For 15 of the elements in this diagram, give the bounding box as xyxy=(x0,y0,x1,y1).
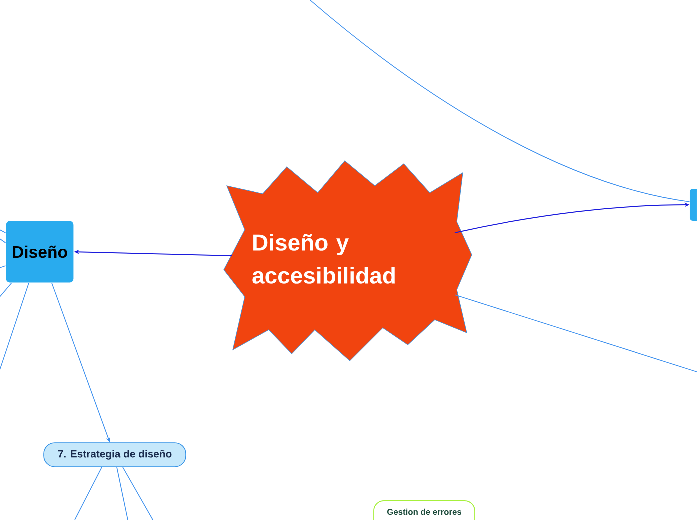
starburst: Diseño y accesibilidad xyxy=(224,160,472,362)
topic-box xyxy=(690,189,697,221)
connector-line xyxy=(310,0,690,202)
connector-line xyxy=(74,467,102,520)
connector-line xyxy=(454,294,697,372)
connector-line xyxy=(0,282,12,298)
connector-line xyxy=(116,467,128,520)
connector-line xyxy=(0,282,30,370)
connector-line xyxy=(122,467,154,520)
connector-line xyxy=(0,238,6,244)
subtopic-pill: 7. Estrategia de diseño xyxy=(44,442,186,468)
subtopic-pill: Gestion de errores xyxy=(374,500,476,520)
topic-box: Diseño xyxy=(6,220,74,284)
connector-line xyxy=(0,230,6,234)
connector-line xyxy=(0,266,6,268)
